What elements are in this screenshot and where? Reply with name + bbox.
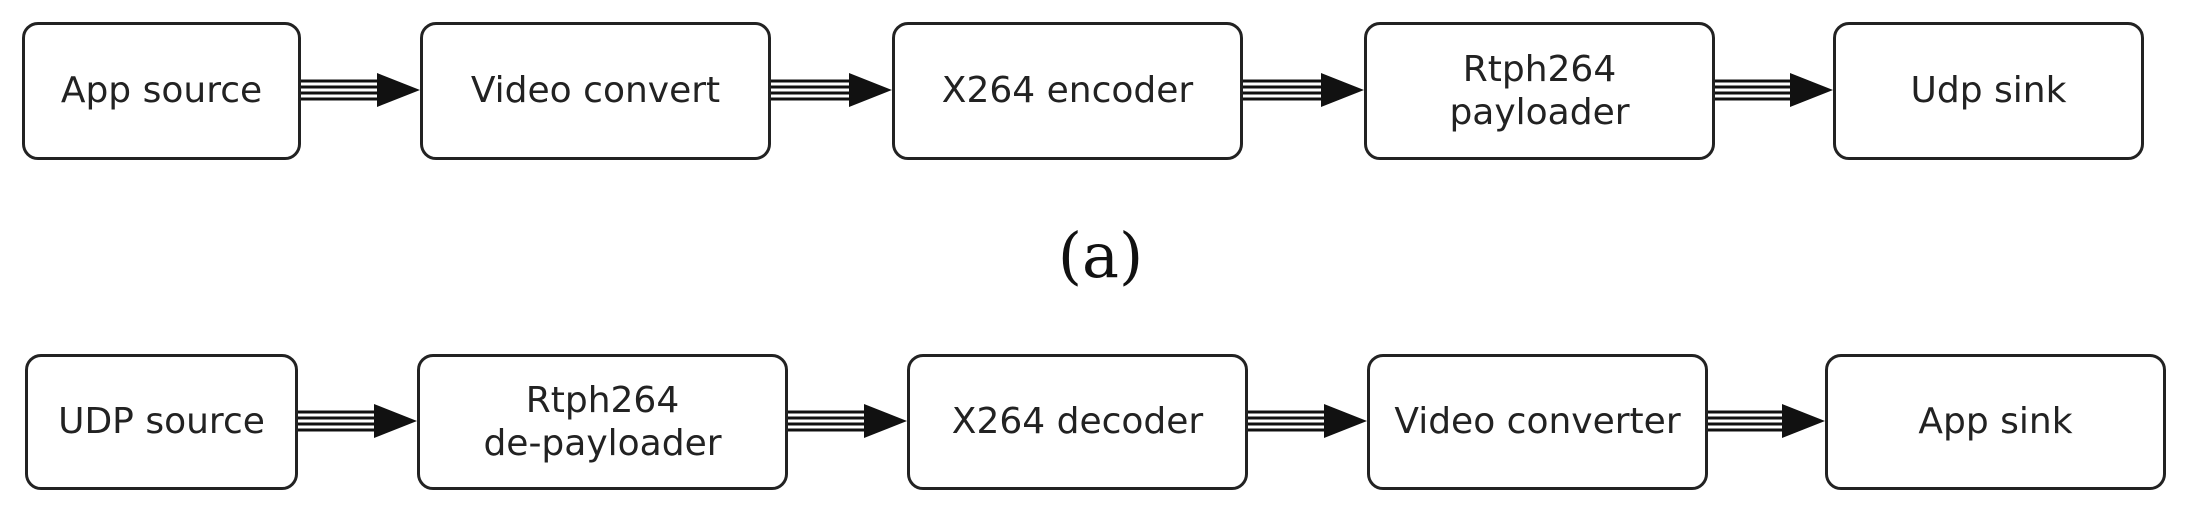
arrow-a-1	[301, 73, 420, 107]
arrow-a-2	[771, 73, 892, 107]
x264-encoder-box: X264 encoder	[892, 22, 1243, 160]
arrow-b-2	[788, 404, 907, 438]
arrow-b-3	[1248, 404, 1367, 438]
arrow-b-1	[298, 404, 417, 438]
x264-decoder-box: X264 decoder	[907, 354, 1248, 490]
arrow-a-3	[1243, 73, 1364, 107]
arrow-a-4	[1715, 73, 1833, 107]
app-sink-box: App sink	[1825, 354, 2166, 490]
app-source-box: App source	[22, 22, 301, 160]
rtph264-payloader-box: Rtph264 payloader	[1364, 22, 1715, 160]
udp-sink-box: Udp sink	[1833, 22, 2144, 160]
rtph264-depayloader-box: Rtph264 de-payloader	[417, 354, 788, 490]
udp-source-box: UDP source	[25, 354, 298, 490]
arrow-b-4	[1708, 404, 1825, 438]
video-converter-box: Video converter	[1367, 354, 1708, 490]
video-convert-box: Video convert	[420, 22, 771, 160]
caption-a: (a)	[1057, 219, 1144, 292]
